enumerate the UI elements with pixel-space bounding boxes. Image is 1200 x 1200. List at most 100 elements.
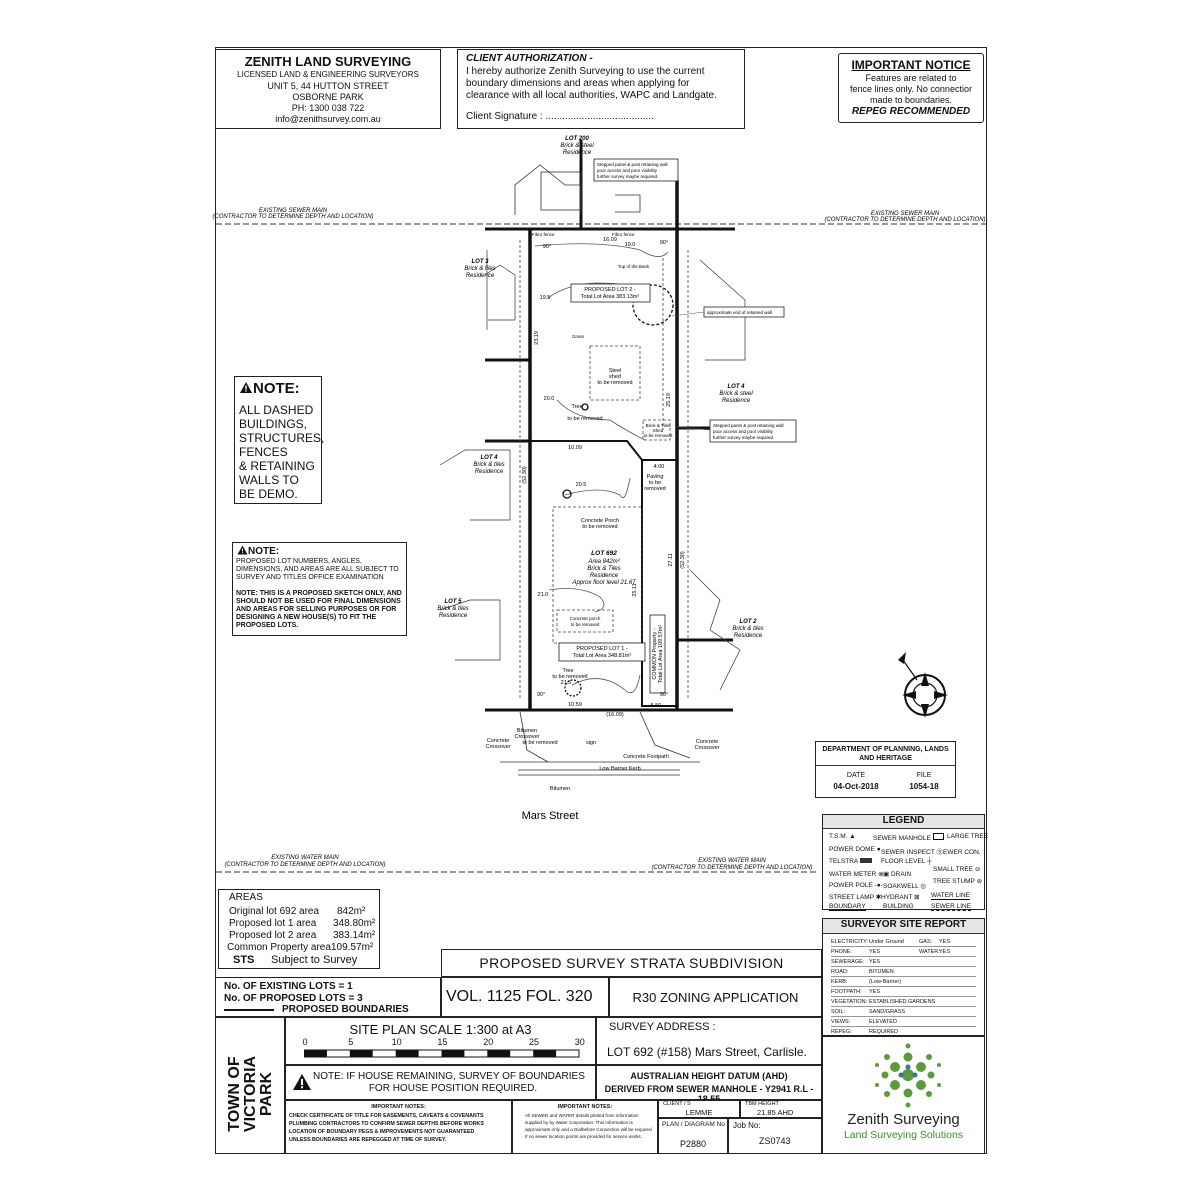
notice-l1: Features are related to — [865, 73, 957, 83]
contour-205-label: 20.5 — [576, 482, 587, 488]
brick-shed — [642, 419, 671, 441]
lots-count-box: No. OF EXISTING LOTS = 1 No. OF PROPOSED… — [215, 977, 441, 1017]
lot4-right-label: LOT 4 — [727, 384, 745, 390]
street-name: Mars Street — [522, 810, 579, 822]
lot2-desc2: Residence — [734, 633, 763, 639]
shed-l1: Steel — [609, 368, 622, 374]
datum-box: AUSTRALIAN HEIGHT DATUM (AHD) DERIVED FR… — [596, 1065, 822, 1104]
demolition-note-l3: STRUCTURES, — [239, 431, 325, 445]
lot3-desc1: Brick & tiles — [464, 266, 495, 272]
volume-folio: VOL. 1125 FOL. 320 — [446, 988, 593, 1006]
lot692-l4: Approx floor level 21.67 — [571, 580, 636, 586]
contour-215-label: 21.5 — [561, 680, 572, 686]
dept-date-label: DATE — [846, 772, 866, 779]
sewer-contractor-right: (CONTRACTOR TO DETERMINE DEPTH AND LOCAT… — [824, 217, 985, 223]
site-report-box: SURVEYOR SITE REPORT ELECTRICITY:Under G… — [822, 918, 985, 1047]
company-line2: UNIT 5, 44 HUTTON STREET — [267, 81, 389, 91]
proposal-note-box: NOTE: PROPOSED LOT NUMBERS, ANGLES, DIME… — [232, 542, 407, 636]
legend-boundary-label: BOUNDARY — [829, 903, 866, 910]
imp2-l4: If no sewer location points are provided… — [525, 1134, 642, 1139]
water-contractor-right: (CONTRACTOR TO DETERMINE DEPTH AND LOCAT… — [651, 865, 812, 871]
demolition-note-l4: FENCES — [239, 445, 288, 459]
site-report-value: (Low-Barrier) — [869, 979, 902, 985]
common-property-l2: Total Lot Area 109.57m² — [658, 625, 664, 684]
site-report-row: ROAD:BITUMEN — [831, 967, 976, 977]
areas-r3-label: Proposed lot 2 area — [229, 930, 317, 941]
dim-2511: 25.11 — [632, 583, 638, 596]
scale-tick-label: 0 — [302, 1037, 308, 1047]
dim-5230-right: (52.30) — [680, 551, 686, 569]
street-lamp-icon: ✱ — [875, 894, 882, 901]
drain-icon: ▣ — [883, 871, 890, 878]
tree-front-label: Tree — [562, 668, 573, 674]
client-auth-title: CLIENT AUTHORIZATION - — [466, 53, 593, 64]
areas-r2-value: 348.80m² — [333, 918, 376, 929]
site-report-row: KERB:(Low-Barrier) — [831, 977, 976, 987]
lot4-right-house — [699, 259, 746, 361]
house-outline — [552, 506, 643, 644]
angle-90-a: 90° — [543, 244, 551, 250]
areas-sts-label: Subject to Survey — [271, 954, 358, 966]
vol-label: VOL. — [446, 988, 483, 1005]
tbm-value: 21.85 AHD — [757, 1108, 794, 1117]
scale-tick-label: 20 — [483, 1037, 494, 1047]
common-property-boundary — [641, 460, 677, 707]
site-report-key: FOOTPATH: — [831, 989, 862, 995]
tree-label: Tree — [571, 404, 582, 410]
company-phone: PH: 1300 038 722 — [291, 103, 365, 113]
site-report-value: SAND/GRASS — [869, 1009, 906, 1015]
sign-label: sign — [586, 740, 596, 746]
council-box: TOWN OF VICTORIA PARK — [215, 1017, 285, 1154]
dept-file: 1054-18 — [909, 782, 939, 791]
tbm-cell: TBM HEIGHT 21.85 AHD — [740, 1100, 822, 1118]
site-report-key: SEWERAGE: — [831, 959, 865, 965]
areas-r2-label: Proposed lot 1 area — [229, 918, 317, 929]
legend-small-tree: SMALL TREE ⊖ — [933, 865, 980, 873]
dim-1609-bottom: (16.09) — [606, 712, 624, 718]
lot200-label: LOT 200 — [565, 136, 589, 142]
contour-215 — [571, 674, 641, 694]
council-line3: PARK — [258, 1071, 275, 1117]
dept-date: 04-Oct-2018 — [833, 782, 879, 791]
scale-tick-label: 15 — [437, 1037, 448, 1047]
plan-cell: PLAN / DIAGRAM No P2880 — [658, 1118, 728, 1154]
lot4-right-desc2: Residence — [722, 398, 751, 404]
lot200-building — [540, 171, 582, 211]
concrete-porch-label2: to be removed — [571, 622, 600, 627]
bitumen-crossover-l2: Crossover — [514, 734, 539, 740]
legend-tsm-label: T.S.M. — [829, 833, 848, 840]
lot5-desc1: Brick & tiles — [437, 606, 468, 612]
water-main-label-right: EXISTING WATER MAIN — [698, 858, 766, 864]
lot4-left-desc1: Brick & tiles — [473, 462, 504, 468]
legend-street-lamp: STREET LAMP ✱ — [829, 893, 881, 901]
legend-sewer-con-label: EWER CON. — [943, 849, 981, 856]
proposal-note-title: NOTE: — [237, 545, 279, 557]
plan-label: PLAN / DIAGRAM No — [662, 1121, 725, 1128]
bitumen-crossover-l1: Bitumen — [517, 728, 537, 734]
proposed-boundary-line — [224, 1009, 274, 1011]
client-auth-body2: boundary dimensions and areas when apply… — [466, 78, 690, 89]
demolition-note-l6: WALLS TO — [239, 473, 299, 487]
water-contractor-left: (CONTRACTOR TO DETERMINE DEPTH AND LOCAT… — [224, 862, 385, 868]
contour-21-label: 21.0 — [538, 592, 549, 598]
site-report-key: REPEG: — [831, 1029, 852, 1035]
client-auth-body3: clearance with all local authorities, WA… — [466, 90, 717, 101]
legend-power-dome: POWER DOME ● — [829, 846, 881, 853]
concrete-crossover-left-l2: Crossover — [485, 744, 510, 750]
porch-label2: to be removed — [582, 524, 617, 530]
survey-address-label: SURVEY ADDRESS : — [609, 1021, 716, 1033]
shed-l2: shed — [609, 374, 621, 380]
stepped-right-3: further survey maybe required. — [713, 435, 774, 440]
lot200-desc1: Brick & steel — [560, 143, 594, 149]
grass-label: Grass — [572, 334, 585, 339]
site-report-row: SEWERAGE:YES — [831, 957, 976, 967]
stepped-wall-callout-right — [709, 419, 797, 443]
contour-195-label: 19.5 — [540, 295, 551, 301]
notice-l4: REPEG RECOMMENDED — [851, 106, 971, 117]
concrete-crossover-left-l1: Concrete — [487, 738, 509, 744]
imp1-l1: CHECK CERTIFICATE OF TITLE FOR EASEMENTS… — [289, 1113, 484, 1119]
common-property-callout — [649, 614, 666, 694]
site-report-key: VIEWS: — [831, 1019, 851, 1025]
